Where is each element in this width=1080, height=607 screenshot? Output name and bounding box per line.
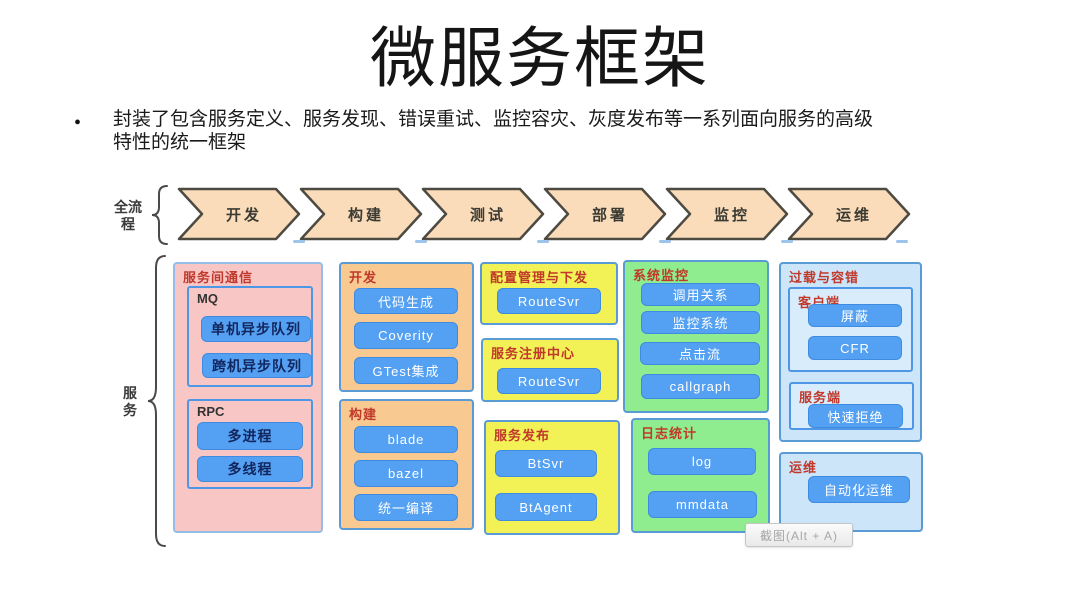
group-title: 构建 — [349, 407, 378, 422]
chip-mmdata: mmdata — [648, 491, 757, 518]
subgroup-mq: MQ — [187, 286, 313, 387]
flow-step-label: 运维 — [835, 206, 872, 224]
chevron-arrow-shape — [543, 187, 667, 241]
subgroup-title: 服务端 — [799, 390, 842, 405]
group-title: 服务间通信 — [183, 270, 254, 285]
chip-blade: blade — [354, 426, 458, 453]
page-title: 微服务框架 — [370, 23, 710, 96]
chip-coverity: Coverity — [354, 322, 458, 349]
chip-gtest-integration: GTest集成 — [354, 357, 458, 384]
group-title: 系统监控 — [633, 268, 690, 283]
flow-step-monitor: 监控 — [665, 187, 789, 241]
arrow-underline-dash — [659, 240, 671, 243]
chip-shielding: 屏蔽 — [808, 304, 902, 327]
arrow-underline-dash — [415, 240, 427, 243]
chip-log: log — [648, 448, 756, 475]
chip-call-relations: 调用关系 — [641, 283, 760, 306]
flow-step-operate: 运维 — [787, 187, 911, 241]
chip-automated-operations: 自动化运维 — [808, 476, 910, 503]
group-title: 服务注册中心 — [491, 346, 576, 361]
chip-monitoring-system: 监控系统 — [641, 311, 760, 334]
chip-bazel: bazel — [354, 460, 458, 487]
flow-step-label: 构建 — [347, 206, 384, 224]
screenshot-shortcut-tooltip[interactable]: 截图(Alt + A) — [745, 523, 853, 547]
chevron-arrow-shape — [665, 187, 789, 241]
flow-step-label: 测试 — [469, 206, 506, 224]
bullet-marker: • — [74, 112, 82, 134]
chip-cfr: CFR — [808, 336, 902, 360]
chip-btsvr: BtSvr — [495, 450, 597, 477]
chevron-arrow-shape — [787, 187, 911, 241]
subgroup-title: MQ — [197, 291, 218, 306]
chevron-arrow-shape — [421, 187, 545, 241]
chip-routesvr-registry: RouteSvr — [497, 368, 601, 394]
chevron-arrow-shape — [177, 187, 301, 241]
chip-routesvr-config: RouteSvr — [497, 288, 601, 314]
chip-single-host-async-queue: 单机异步队列 — [201, 316, 311, 342]
chevron-arrow-shape — [299, 187, 423, 241]
subgroup-title: RPC — [197, 404, 225, 419]
flow-step-label: 监控 — [713, 206, 750, 224]
chip-cross-host-async-queue: 跨机异步队列 — [202, 353, 312, 378]
group-title: 开发 — [349, 270, 378, 285]
flow-step-deploy: 部署 — [543, 187, 667, 241]
flow-step-label: 部署 — [591, 206, 628, 224]
services-brace — [147, 255, 166, 547]
group-config-management: 配置管理与下发 — [480, 262, 618, 325]
chip-clickstream: 点击流 — [640, 342, 760, 365]
arrow-underline-dash — [896, 240, 908, 243]
flow-row-label: 全流程 — [114, 199, 142, 232]
arrow-underline-dash — [537, 240, 549, 243]
group-title: 配置管理与下发 — [490, 270, 589, 285]
chip-btagent: BtAgent — [495, 493, 597, 521]
chip-callgraph: callgraph — [641, 374, 760, 399]
bullet-line-1: 封装了包含服务定义、服务发现、错误重试、监控容灾、灰度发布等一系列面向服务的高级 — [113, 109, 874, 130]
flow-brace — [151, 185, 168, 245]
arrow-underline-dash — [293, 240, 305, 243]
flow-step-label: 开发 — [225, 206, 262, 224]
services-row-label: 服务 — [123, 385, 137, 418]
bullet-line-2-clipped: 特性的统一框架 — [113, 132, 247, 152]
chip-code-generation: 代码生成 — [354, 288, 458, 314]
chip-multi-thread: 多线程 — [197, 456, 303, 482]
group-title: 日志统计 — [641, 426, 698, 441]
chip-fast-reject: 快速拒绝 — [808, 404, 903, 428]
flow-step-develop: 开发 — [177, 187, 301, 241]
subgroup-rpc: RPC — [187, 399, 313, 489]
chip-multi-process: 多进程 — [197, 422, 303, 450]
bullet-text: 封装了包含服务定义、服务发现、错误重试、监控容灾、灰度发布等一系列面向服务的高级… — [113, 108, 941, 152]
arrow-underline-dash — [781, 240, 793, 243]
group-title: 运维 — [789, 460, 818, 475]
flow-step-build: 构建 — [299, 187, 423, 241]
chip-unified-compile: 统一编译 — [354, 494, 458, 521]
flow-step-test: 测试 — [421, 187, 545, 241]
group-title: 服务发布 — [494, 428, 551, 443]
group-title: 过载与容错 — [789, 270, 860, 285]
